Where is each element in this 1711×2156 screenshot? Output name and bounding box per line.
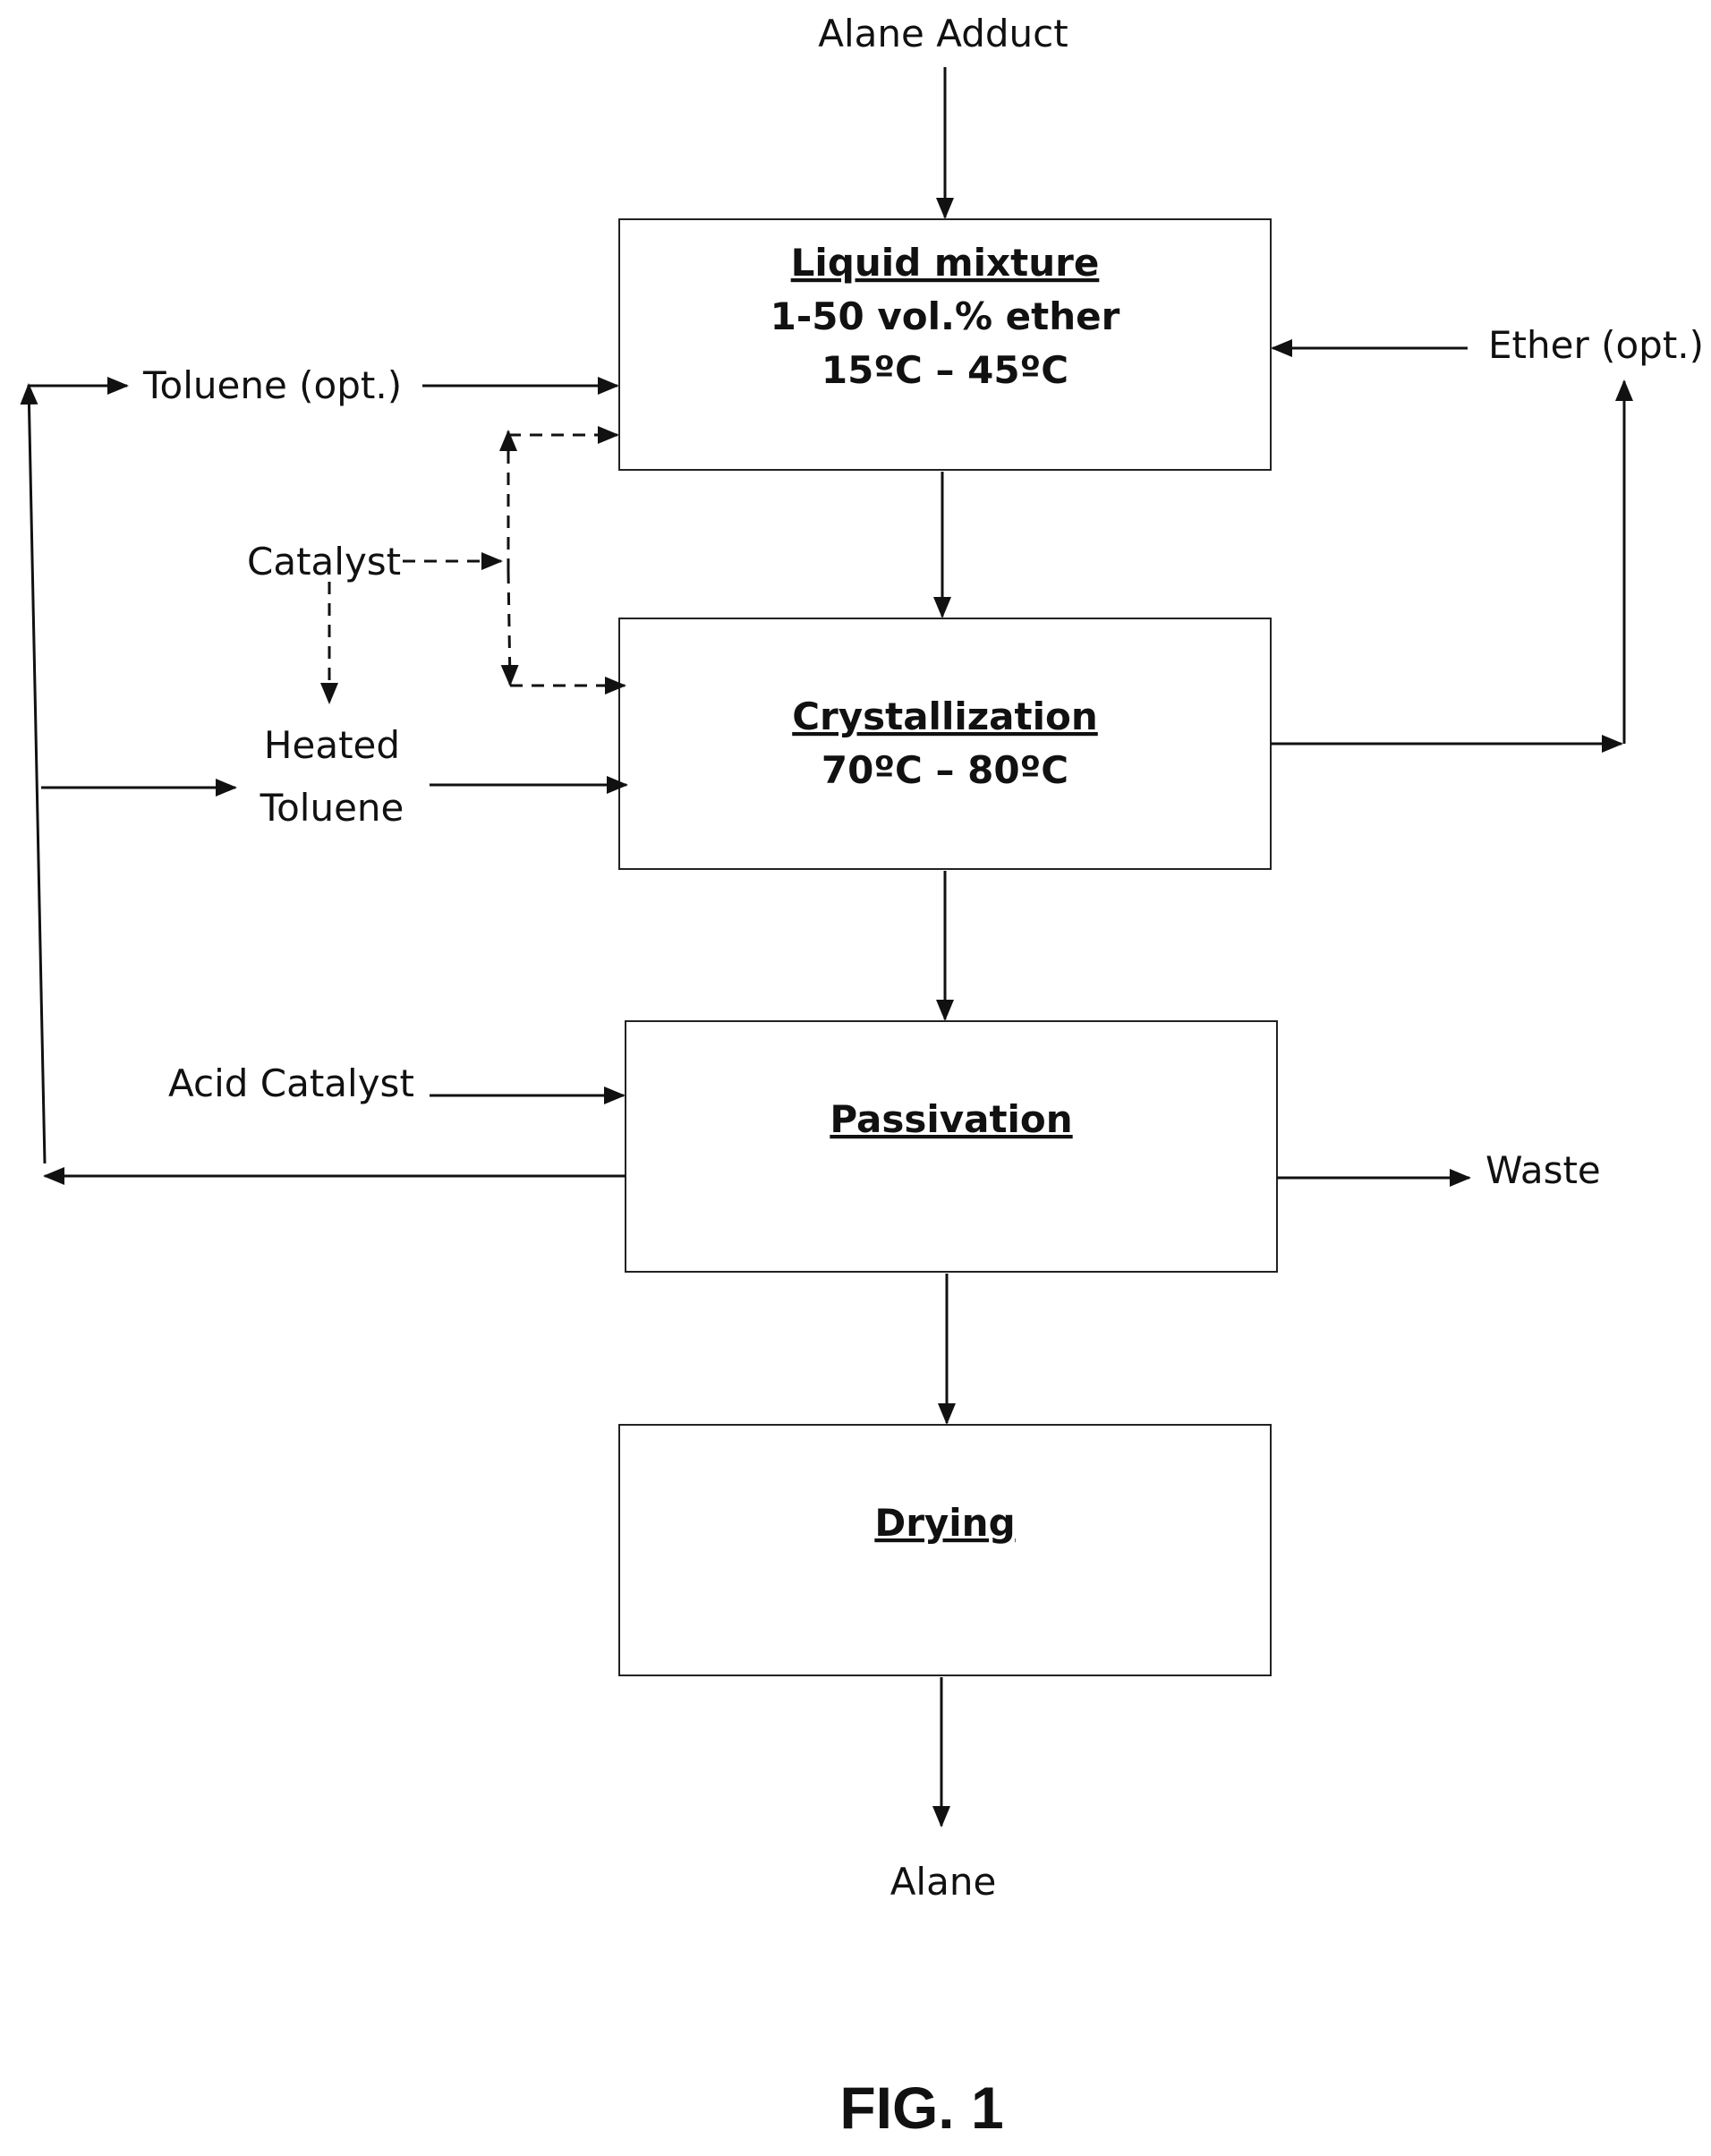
alane-label: Alane bbox=[890, 1860, 997, 1904]
toluene-opt-label: Toluene (opt.) bbox=[142, 363, 402, 407]
dashed-junction-down bbox=[508, 571, 510, 685]
acid-catalyst-label: Acid Catalyst bbox=[168, 1061, 414, 1105]
crystallization-title: Crystallization bbox=[792, 695, 1098, 738]
liquid-mixture-title: Liquid mixture bbox=[791, 241, 1100, 285]
figure-label: FIG. 1 bbox=[839, 2075, 1003, 2141]
drying-title: Drying bbox=[874, 1501, 1015, 1545]
waste-label: Waste bbox=[1485, 1148, 1601, 1192]
crystallization-temperature: 70ºC – 80ºC bbox=[821, 748, 1068, 792]
passivation-title: Passivation bbox=[830, 1097, 1072, 1141]
liquid-mixture-temperature: 15ºC – 45ºC bbox=[821, 348, 1068, 392]
drying-box bbox=[619, 1425, 1271, 1675]
passivation-box bbox=[626, 1021, 1277, 1272]
ether-opt-label: Ether (opt.) bbox=[1488, 323, 1704, 367]
crystallization-box bbox=[619, 618, 1271, 869]
alane-adduct-label: Alane Adduct bbox=[818, 12, 1068, 55]
liquid-mixture-ether-range: 1-50 vol.% ether bbox=[770, 294, 1120, 338]
arrow-toluene-recycle-up bbox=[29, 385, 45, 1163]
catalyst-label: Catalyst bbox=[247, 540, 401, 584]
heated-toluene-label-line1: Heated bbox=[264, 723, 400, 767]
heated-toluene-label-line2: Toluene bbox=[260, 786, 404, 830]
